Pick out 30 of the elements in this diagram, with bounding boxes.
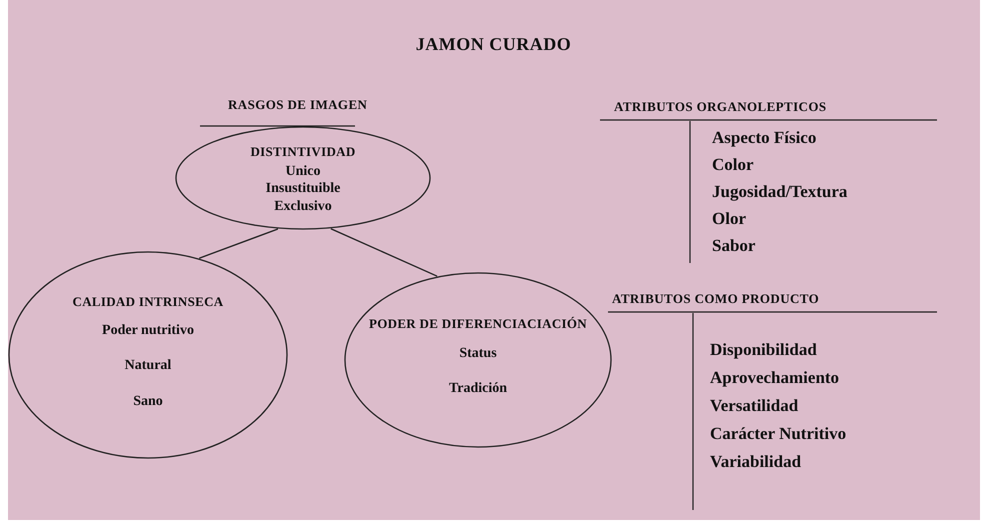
list-item: Color (712, 155, 754, 175)
ellipse-heading: DISTINTIVIDAD (250, 144, 356, 160)
ellipse-item: Tradición (448, 380, 508, 398)
ellipse-item: Unico (286, 162, 320, 180)
diagram-title: JAMON CURADO (414, 34, 572, 55)
ellipse-item: Sano (133, 392, 163, 410)
ellipse-item: Poder nutritivo (102, 322, 194, 340)
ellipse-item: Exclusivo (274, 198, 332, 216)
ellipse-heading: CALIDAD INTRINSECA (72, 294, 224, 310)
ellipse-heading: PODER DE DIFERENCIACIACIÓN (369, 316, 587, 333)
list-item: Aprovechamiento (710, 368, 840, 388)
list-item: Variabilidad (710, 452, 802, 472)
ellipse-node (8, 251, 288, 459)
list-item: Aspecto Físico (712, 128, 816, 148)
connector-line (330, 228, 438, 277)
list-item: Carácter Nutritivo (710, 424, 846, 444)
ellipse-item: Natural (124, 357, 172, 375)
list-item: Versatilidad (710, 396, 798, 416)
list-item: Olor (712, 209, 746, 229)
list-item: Disponibilidad (710, 340, 817, 360)
connector-line (198, 228, 278, 259)
ellipse-node (175, 126, 431, 230)
section-heading: ATRIBUTOS COMO PRODUCTO (612, 291, 820, 307)
section-heading: RASGOS DE IMAGEN (228, 97, 368, 113)
list-item: Jugosidad/Textura (712, 182, 848, 202)
section-heading: ATRIBUTOS ORGANOLEPTICOS (614, 99, 826, 115)
ellipse-node (344, 272, 612, 448)
list-item: Sabor (712, 236, 756, 256)
ellipse-item: Status (459, 344, 497, 362)
ellipse-item: Insustituible (266, 180, 340, 198)
